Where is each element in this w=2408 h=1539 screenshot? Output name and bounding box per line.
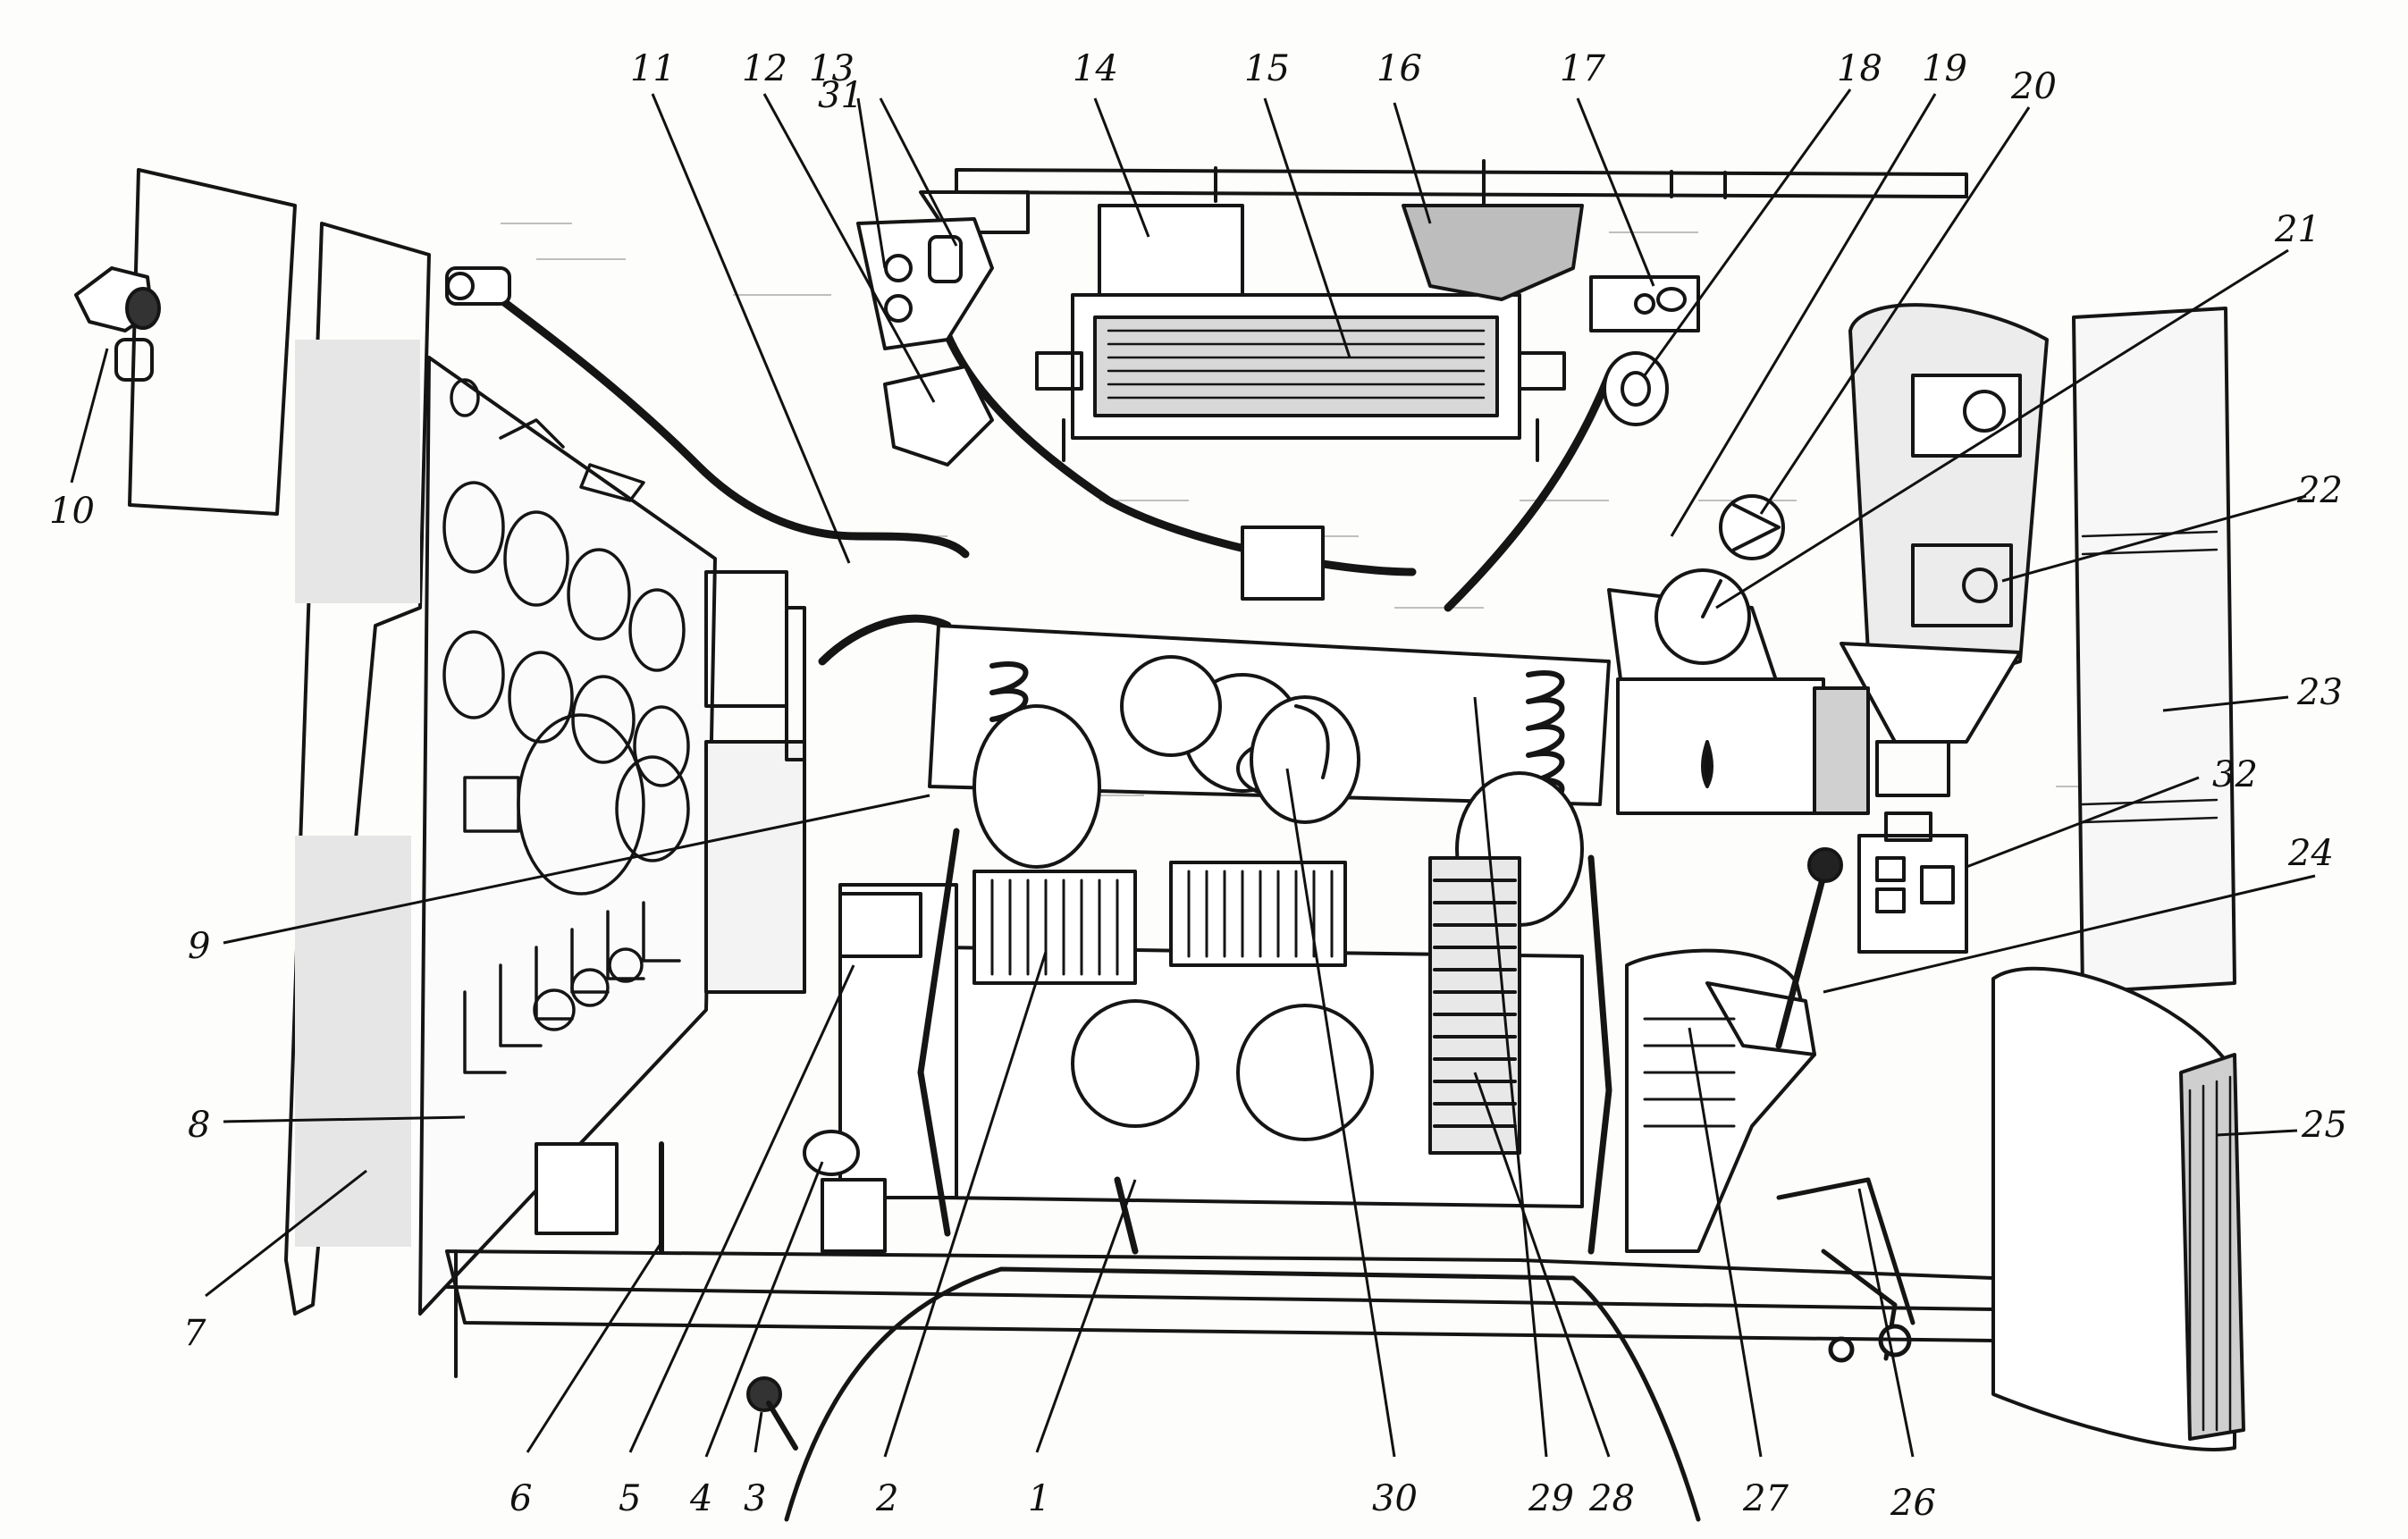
- callout-18: 18: [1837, 48, 1882, 89]
- heater-unit: [1035, 204, 1584, 462]
- callout-20: 20: [2010, 66, 2057, 107]
- callout-31: 31: [818, 75, 863, 116]
- wiring-harness: [478, 264, 1613, 666]
- callout-26: 26: [1890, 1483, 1936, 1524]
- left-wall: [284, 222, 431, 1316]
- small-controls: [535, 892, 922, 1451]
- callout-15: 15: [1244, 48, 1290, 89]
- filter-housing: [1719, 303, 2049, 797]
- callout-25: 25: [2301, 1105, 2347, 1146]
- center-bracket: [928, 526, 1611, 824]
- callout-32: 32: [2212, 754, 2258, 795]
- callout-12: 12: [742, 48, 787, 89]
- left-door-panel: [74, 168, 297, 516]
- callout-13: 13: [809, 48, 855, 89]
- callout-8: 8: [188, 1105, 210, 1146]
- callout-2: 2: [875, 1478, 898, 1519]
- callout-22: 22: [2296, 470, 2343, 511]
- pedal-brake: [1169, 861, 1347, 967]
- cable-grommet: [445, 266, 511, 306]
- callout-1: 1: [1028, 1478, 1050, 1519]
- callout-17: 17: [1560, 48, 1605, 89]
- pedal-accelerator: [1428, 856, 1521, 1155]
- floor-frame: [445, 1249, 1995, 1378]
- callout-23: 23: [2296, 672, 2343, 713]
- callout-3: 3: [744, 1478, 766, 1519]
- pedal-clutch: [972, 870, 1137, 985]
- callout-30: 30: [1372, 1478, 1418, 1519]
- seat-front-edge: [784, 1266, 1701, 1522]
- callout-16: 16: [1377, 48, 1422, 89]
- right-wall: [2072, 307, 2236, 994]
- callout-5: 5: [619, 1478, 641, 1519]
- callout-6: 6: [509, 1478, 532, 1519]
- leader-lines: [70, 88, 2316, 1458]
- callout-10: 10: [49, 491, 95, 532]
- callout-27: 27: [1742, 1478, 1789, 1519]
- callout-24: 24: [2287, 833, 2334, 874]
- callout-19: 19: [1922, 48, 1967, 89]
- callout-9: 9: [188, 926, 210, 967]
- wiper-bracket: [856, 217, 994, 467]
- callout-14: 14: [1073, 48, 1118, 89]
- switch-block: [1589, 275, 1700, 426]
- callout-7: 7: [183, 1313, 206, 1354]
- callout-29: 29: [1528, 1478, 1574, 1519]
- callout-28: 28: [1588, 1478, 1635, 1519]
- callout-11: 11: [630, 48, 676, 89]
- callout-4: 4: [689, 1478, 712, 1519]
- pressure-gauge-panel: [1607, 568, 1870, 815]
- seat-cushion: [1991, 966, 2245, 1451]
- gearbox: [1625, 847, 1843, 1253]
- instrument-panel: [418, 356, 806, 1316]
- callout-labels: 1 2 3 4 5 6 7 8 9 10 11 12 13 14 15 16 1…: [49, 48, 2347, 1524]
- pedal-rods: [917, 828, 1612, 1255]
- callout-21: 21: [2274, 209, 2320, 250]
- terminal-block: [1857, 812, 1968, 954]
